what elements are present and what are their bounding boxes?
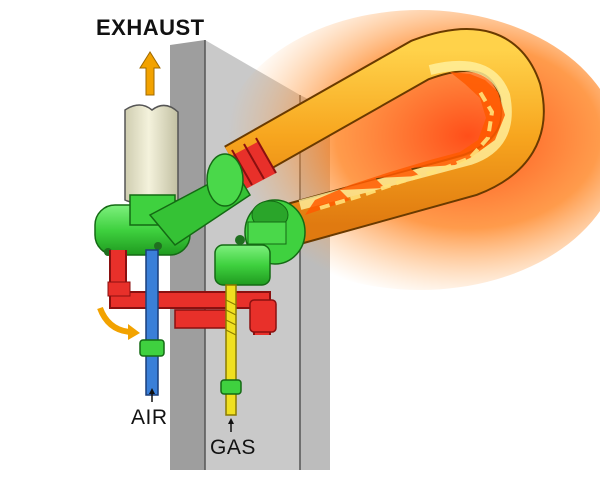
exhaust-arrow-icon	[139, 51, 161, 96]
flame	[305, 72, 505, 215]
exhaust-label: EXHAUST	[96, 15, 205, 40]
combustion-air-pipe	[107, 250, 277, 335]
gas-burner-head	[214, 199, 306, 286]
recuperator-housing	[94, 153, 252, 256]
air-supply-pipe	[139, 249, 165, 396]
exhaust-stack	[124, 104, 179, 207]
air-label: AIR	[131, 406, 168, 429]
gas-arrow-icon	[228, 418, 234, 432]
gas-label: GAS	[210, 436, 256, 459]
radiant-u-tube	[224, 28, 545, 247]
curved-arrow-icon	[97, 306, 140, 340]
gas-supply-pipe	[220, 284, 242, 416]
air-arrow-icon	[149, 388, 155, 402]
